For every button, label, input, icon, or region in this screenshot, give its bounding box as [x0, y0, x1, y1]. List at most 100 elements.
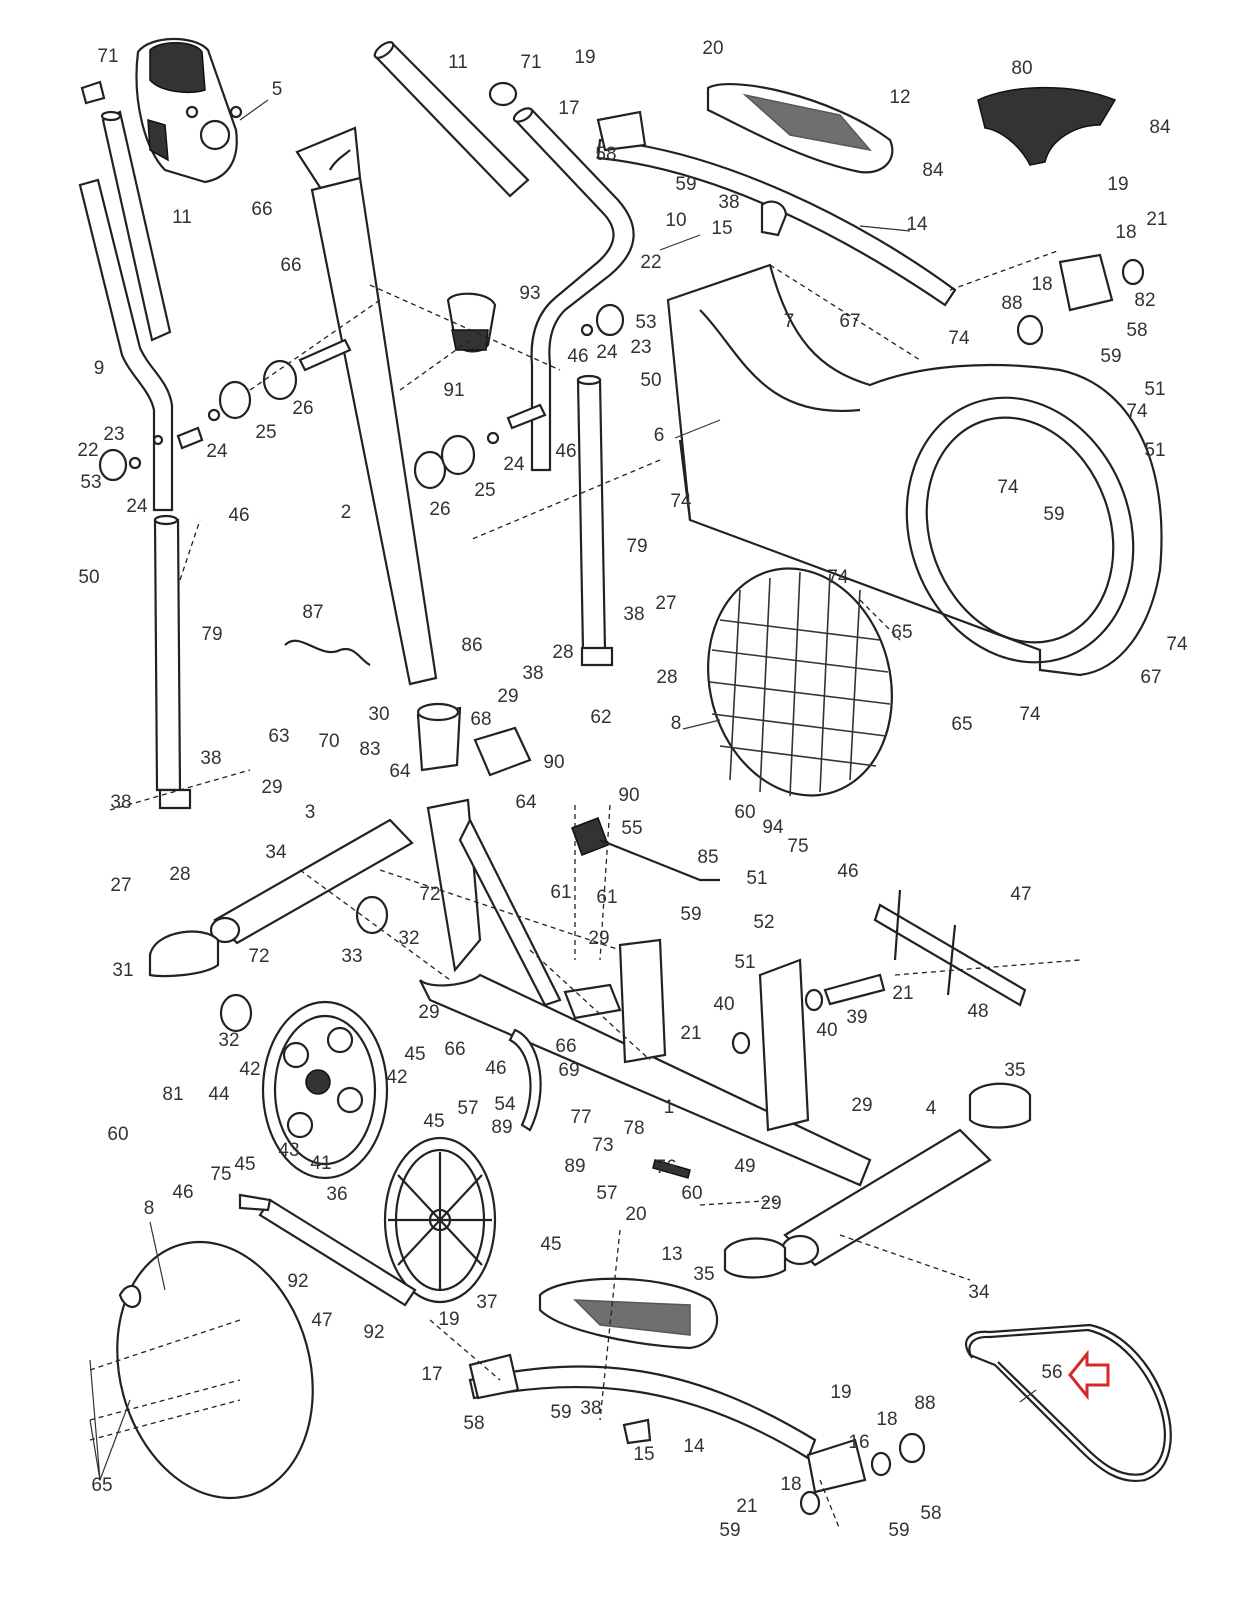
part-label-27: 27 — [655, 593, 676, 614]
part-label-48: 48 — [967, 1001, 988, 1022]
part-label-11: 11 — [448, 52, 468, 73]
part-label-93: 93 — [519, 283, 540, 304]
part-label-49: 49 — [734, 1156, 755, 1177]
pedal-top-12 — [706, 82, 894, 174]
part-label-62: 62 — [590, 707, 611, 728]
bottle-holder-91 — [446, 292, 497, 353]
part-label-34: 34 — [968, 1282, 990, 1303]
part-label-18: 18 — [1031, 274, 1052, 295]
part-label-65: 65 — [951, 714, 972, 735]
part-label-80: 80 — [1011, 58, 1032, 79]
part-label-69: 69 — [558, 1060, 579, 1081]
part-label-50: 50 — [640, 370, 661, 391]
part-label-38: 38 — [718, 192, 739, 213]
part-label-41: 41 — [310, 1153, 331, 1174]
part-label-46: 46 — [485, 1058, 506, 1079]
part-label-24: 24 — [596, 342, 618, 363]
part-label-45: 45 — [404, 1044, 425, 1065]
part-label-47: 47 — [311, 1310, 332, 1331]
part-label-32: 32 — [398, 928, 419, 949]
upper-arm-right-10 — [512, 107, 635, 472]
part-label-74: 74 — [827, 567, 849, 588]
shroud-6 — [666, 263, 1163, 677]
part-label-58: 58 — [1126, 320, 1147, 341]
axle-39 — [731, 973, 886, 1055]
part-label-16: 16 — [848, 1432, 869, 1453]
part-label-17: 17 — [558, 98, 579, 119]
part-label-37: 37 — [476, 1292, 497, 1313]
part-label-21: 21 — [892, 983, 913, 1004]
part-label-26: 26 — [292, 398, 313, 419]
lower-leg-79 — [153, 374, 614, 810]
part-label-58: 58 — [463, 1413, 484, 1434]
part-label-88: 88 — [914, 1393, 935, 1414]
part-label-15: 15 — [633, 1444, 654, 1465]
part-label-59: 59 — [550, 1402, 571, 1423]
part-label-25: 25 — [255, 422, 276, 443]
highlight-arrow-icon — [1068, 1349, 1110, 1401]
part-label-14: 14 — [906, 214, 928, 235]
part-label-14: 14 — [683, 1436, 705, 1457]
part-label-88: 88 — [1001, 293, 1022, 314]
part-label-23: 23 — [630, 337, 651, 358]
part-label-94: 94 — [762, 817, 784, 838]
part-label-92: 92 — [363, 1322, 384, 1343]
part-label-25: 25 — [474, 480, 495, 501]
part-label-24: 24 — [206, 441, 228, 462]
part-label-68: 68 — [470, 709, 491, 730]
part-label-46: 46 — [567, 346, 588, 367]
part-label-47: 47 — [1010, 884, 1031, 905]
part-label-32: 32 — [218, 1030, 239, 1051]
part-label-8: 8 — [144, 1198, 155, 1219]
part-label-15: 15 — [711, 218, 732, 239]
part-label-77: 77 — [570, 1107, 591, 1128]
end-cap-71 — [80, 80, 518, 107]
part-label-73: 73 — [592, 1135, 613, 1156]
bracket-48 — [873, 889, 1027, 1007]
part-label-18: 18 — [876, 1409, 897, 1430]
part-label-65: 65 — [891, 622, 912, 643]
part-label-71: 71 — [520, 52, 541, 73]
flywheel-41 — [261, 1000, 389, 1180]
part-label-31: 31 — [112, 960, 133, 981]
part-label-89: 89 — [491, 1117, 512, 1138]
part-label-4: 4 — [926, 1098, 937, 1119]
part-label-17: 17 — [421, 1364, 442, 1385]
part-label-74: 74 — [948, 328, 970, 349]
part-label-46: 46 — [555, 441, 576, 462]
part-label-63: 63 — [268, 726, 289, 747]
wheels-32 — [219, 895, 389, 1033]
part-label-70: 70 — [318, 731, 339, 752]
part-label-91: 91 — [443, 380, 464, 401]
part-label-38: 38 — [623, 604, 644, 625]
main-frame-1 — [419, 798, 872, 1187]
part-label-29: 29 — [588, 928, 609, 949]
part-label-34: 34 — [265, 842, 287, 863]
part-label-74: 74 — [1019, 704, 1041, 725]
part-label-53: 53 — [80, 472, 101, 493]
part-label-38: 38 — [580, 1398, 601, 1419]
part-label-33: 33 — [341, 946, 362, 967]
part-label-27: 27 — [110, 875, 131, 896]
part-label-51: 51 — [1144, 379, 1165, 400]
part-label-35: 35 — [1004, 1060, 1025, 1081]
part-label-9: 9 — [94, 358, 105, 379]
part-label-50: 50 — [78, 567, 99, 588]
part-label-78: 78 — [623, 1118, 644, 1139]
part-label-3: 3 — [305, 802, 316, 823]
part-label-20: 20 — [625, 1204, 646, 1225]
part-label-40: 40 — [816, 1020, 837, 1041]
part-label-46: 46 — [172, 1182, 193, 1203]
part-label-66: 66 — [555, 1036, 576, 1057]
part-label-71: 71 — [97, 46, 118, 67]
part-label-18: 18 — [1115, 222, 1136, 243]
console-mast-2 — [295, 126, 438, 686]
part-label-40: 40 — [713, 994, 734, 1015]
part-label-90: 90 — [543, 752, 564, 773]
part-label-51: 51 — [746, 868, 767, 889]
part-label-57: 57 — [596, 1183, 617, 1204]
disc-cover-8-solid — [116, 1240, 314, 1500]
part-label-22: 22 — [640, 252, 661, 273]
part-label-84: 84 — [922, 160, 944, 181]
